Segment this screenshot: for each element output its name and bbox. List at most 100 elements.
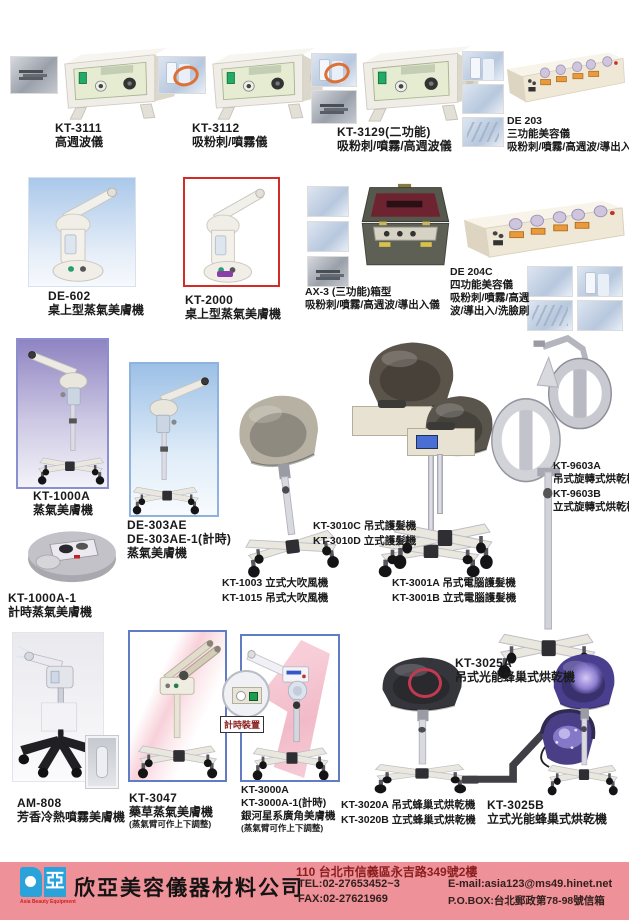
label-de-303ae: DE-303AE DE-303AE-1(計時) 蒸氣美膚機 [127, 518, 231, 560]
model-number: KT-3129(二功能) [337, 125, 431, 139]
model-number: KT-9603B [553, 488, 601, 500]
label-kt-3000a: KT-3000A KT-3000A-1(計時) 銀河星系廣角美膚機 (蒸氣臂可作… [241, 784, 336, 834]
company-fax: FAX:02-27621969 [298, 893, 388, 905]
kt-3010-console [352, 400, 432, 436]
herb-steamer-illustration [132, 634, 226, 780]
label-de-204c: DE 204C 四功能美容儀 吸粉刺/噴霧/高週 波/導出入/洗臉刷 [450, 266, 529, 318]
footer-bar: 亞 Asia Beauty Equipment 欣亞美容儀器材料公司 110 台… [0, 862, 629, 920]
product-image-kt-1003 [213, 371, 356, 580]
product-image-de-303ae [129, 362, 219, 517]
label-kt-9603a: KT-9603A 吊式旋轉式烘乾機 [553, 460, 629, 486]
model-number: KT-1000A-1 [8, 591, 77, 605]
model-number-2: KT-3000A-1(計時) [241, 797, 327, 809]
timer-knob [236, 691, 246, 701]
accessory-photo-ax3-1 [307, 186, 349, 217]
kt-3025b-light-glow [568, 662, 604, 694]
model-desc: 吸粉刺/噴霧/高週波/導出入儀 [305, 299, 440, 311]
logo-glyph: 亞 [44, 867, 66, 897]
model-desc: 吸粉刺/噴霧/高週波/導出入 [507, 141, 629, 153]
model-desc: 三功能美容儀 [507, 128, 570, 140]
company-address: 110 台北市信義區永吉路349號2樓 [296, 865, 478, 879]
model-line: KT-3001B 立式電腦護髮機 [392, 592, 517, 604]
model-number: KT-9603A [553, 460, 601, 472]
model-desc: 芳香冷熱噴霧美膚機 [17, 810, 126, 824]
accessory-photo-ax3-2 [307, 221, 349, 252]
label-de-602: DE-602 桌上型蒸氣美膚機 [48, 289, 144, 317]
label-ax-3: AX-3 (三功能)箱型 吸粉刺/噴霧/高週波/導出入儀 [305, 286, 440, 312]
logo-caption: Asia Beauty Equipment [20, 899, 76, 905]
model-desc: 四功能美容儀 [450, 279, 513, 291]
timer-detail-inset [222, 670, 270, 718]
model-number: DE-303AE [127, 518, 187, 532]
model-desc: 吊式旋轉式烘乾機 [553, 473, 629, 485]
model-number: KT-3112 [192, 121, 240, 135]
label-kt-1000a: KT-1000A 蒸氣美膚機 [33, 489, 93, 517]
stand-steamer-illustration [131, 370, 217, 516]
product-image-de-203 [506, 52, 625, 103]
label-kt-3047: KT-3047 藥草蒸氣美膚機 (蒸氣臂可作上下調整) [129, 791, 213, 830]
model-line: KT-3020B 立式蜂巢式烘乾機 [341, 814, 476, 826]
accessory-photo-kt-3112 [158, 56, 206, 94]
model-line: KT-3010C 吊式護髮機 [313, 520, 417, 532]
model-number: AX-3 (三功能)箱型 [305, 286, 392, 298]
model-desc: 銀河星系廣角美膚機 [241, 810, 336, 822]
company-pobox: P.O.BOX:台北郵政第78-98號信箱 [448, 895, 605, 907]
accessory-photo-de204c-3 [527, 300, 573, 331]
accessory-photo-kt-3129-1 [311, 53, 357, 87]
label-kt-2000: KT-2000 桌上型蒸氣美膚機 [185, 293, 281, 321]
model-number: KT-1000A [33, 489, 91, 503]
label-am-808: AM-808 芳香冷熱噴霧美膚機 [17, 796, 125, 824]
model-desc: 計時蒸氣美膚機 [8, 605, 93, 619]
company-logo: 亞 Asia Beauty Equipment [20, 867, 76, 909]
model-number: KT-3000A [241, 784, 289, 796]
accessory-photo-de204c-1 [527, 266, 573, 297]
product-image-de-204c [463, 200, 625, 258]
label-kt-1003: KT-1003 立式大吹風機 KT-1015 吊式大吹風機 [222, 576, 328, 606]
model-desc: 吸粉刺/噴霧/高週 [450, 292, 530, 304]
timer-button [249, 692, 258, 701]
kt-3001-display [416, 435, 438, 449]
model-line: KT-3010D 立式護髮機 [313, 535, 417, 547]
label-kt-1000a-1: KT-1000A-1 計時蒸氣美膚機 [8, 591, 92, 619]
model-number: DE 204C [450, 266, 493, 278]
stand-steamer-illustration [20, 344, 106, 486]
company-email: E-mail:asia123@ms49.hinet.net [448, 878, 613, 890]
kt-3001-console [407, 422, 475, 456]
model-number: KT-2000 [185, 293, 234, 307]
model-note: (蒸氣臂可作上下調整) [241, 823, 324, 833]
label-kt-3111: KT-3111 高週波儀 [55, 121, 103, 149]
timer-panel [232, 687, 262, 704]
product-image-de-602 [28, 177, 136, 287]
label-kt-3025a: KT-3025A 吊式光能蜂巢式烘乾機 [455, 656, 575, 684]
model-desc: 波/導出入/洗臉刷 [450, 305, 530, 317]
model-desc: 高週波儀 [55, 135, 104, 149]
model-line: KT-3001A 吊式電腦護髮機 [392, 577, 516, 589]
model-note: (蒸氣臂可作上下調整) [129, 819, 212, 829]
model-number-2: DE-303AE-1(計時) [127, 532, 232, 546]
label-kt-3020: KT-3020A 吊式蜂巢式烘乾機 KT-3020B 立式蜂巢式烘乾機 [341, 798, 476, 828]
product-image-kt-1000a [16, 338, 109, 489]
model-desc: 藥草蒸氣美膚機 [129, 805, 214, 819]
brand-sticker [217, 271, 233, 277]
label-kt-3112: KT-3112 吸粉刺/噴霧儀 [192, 121, 267, 149]
tabletop-steamer-illustration [52, 187, 117, 282]
accessory-photo-de204c-4 [577, 300, 623, 331]
model-desc: 桌上型蒸氣美膚機 [48, 303, 145, 317]
product-image-ax-3 [361, 183, 450, 266]
accessory-photo-de203-2 [462, 84, 504, 114]
model-number: AM-808 [17, 796, 62, 810]
timer-badge: 計時裝置 [220, 716, 265, 733]
product-image-kt-3000a [240, 634, 340, 782]
label-kt-9603b: KT-9603B 立式旋轉式烘乾機 [553, 488, 629, 514]
model-desc: 立式光能蜂巢式烘乾機 [487, 812, 608, 826]
accessory-photo-kt-3111 [10, 56, 58, 94]
model-number: KT-3025B [487, 798, 545, 812]
product-image-kt-3112 [212, 47, 324, 120]
model-number: DE 203 [507, 115, 543, 127]
label-kt-3129: KT-3129(二功能) 吸粉刺/噴霧/高週波儀 [337, 125, 452, 153]
accessory-photo-kt-3129-2 [311, 90, 357, 124]
label-kt-3010: KT-3010C 吊式護髮機 KT-3010D 立式護髮機 [313, 519, 416, 549]
model-number: KT-3025A [455, 656, 513, 670]
model-desc: 吸粉刺/噴霧儀 [192, 135, 268, 149]
